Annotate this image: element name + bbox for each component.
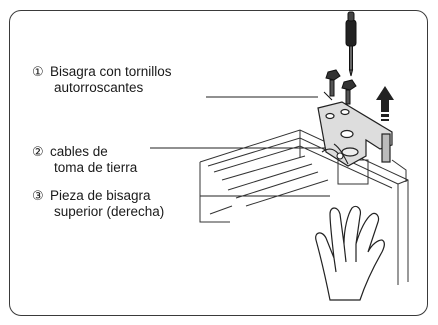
callout-top-hinge-part: ③ Pieza de bisagra superior (derecha) [32,188,164,220]
callout-1-line2: autorroscantes [54,80,144,95]
callout-2-line1: cables de [50,144,108,159]
callout-1-line1: Bisagra con tornillos [50,64,172,79]
callout-number-1: ① [32,64,44,79]
callout-hinge-screws: ① Bisagra con tornillos autorroscantes [32,64,172,96]
callout-3-line1: Pieza de bisagra [50,188,151,203]
hand-icon [315,205,385,301]
screwdriver-icon [345,11,357,77]
callout-number-3: ③ [32,188,44,203]
ground-wires [321,143,349,165]
up-arrow-icon [376,86,394,121]
hinge-screws [323,69,357,105]
callout-2-line2: toma de tierra [54,160,138,175]
hinge-plate [317,101,393,167]
callout-3-line2: superior (derecha) [54,204,165,219]
callout-number-2: ② [32,144,44,159]
callout-ground-wires: ② cables de toma de tierra [32,144,137,176]
